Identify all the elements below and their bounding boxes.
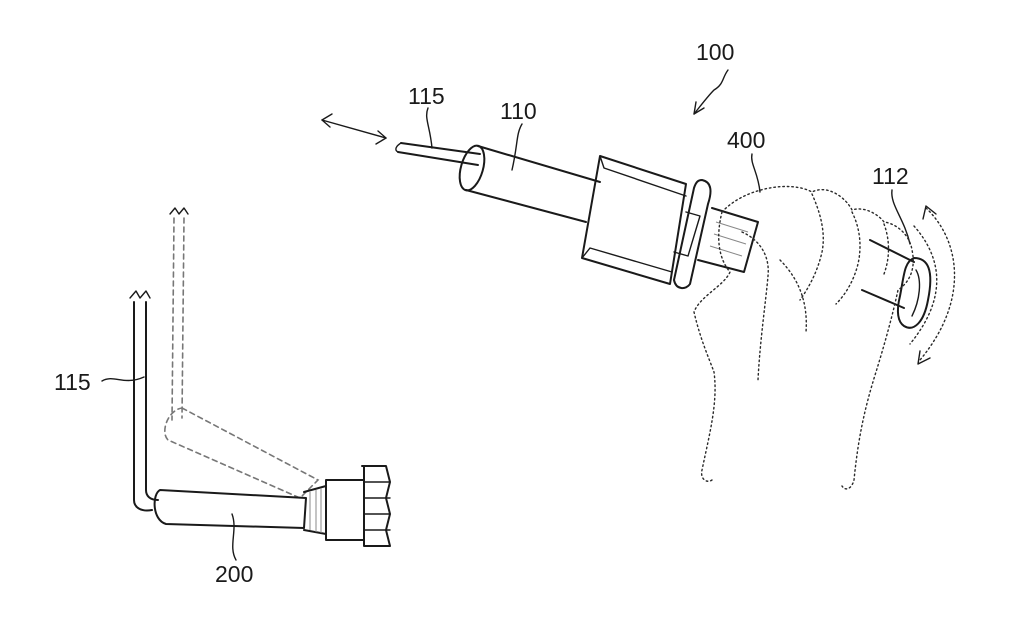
label-115-left: 115 (54, 369, 91, 395)
wire-break-mark (395, 142, 402, 153)
wire-original-position (171, 217, 185, 421)
leader-112 (891, 189, 911, 245)
plunger-cap-112 (896, 257, 932, 329)
leader-110 (511, 123, 523, 171)
axial-motion-arrow (321, 113, 387, 145)
collar (673, 211, 701, 257)
nut-block (325, 479, 365, 541)
leader-200 (231, 513, 237, 561)
tube-end (458, 144, 486, 192)
hand-outline (693, 185, 914, 490)
finger-line-2 (835, 211, 861, 305)
rotation-arrow (909, 205, 956, 365)
bent-wire-115 (133, 301, 159, 512)
wire-115 (397, 142, 481, 166)
finger-line-3 (883, 223, 890, 275)
label-115-top: 115 (408, 83, 445, 109)
hand-400 (693, 185, 914, 490)
leader-100-arrowhead (693, 101, 705, 115)
leader-400 (750, 153, 761, 193)
thumb-line (741, 231, 769, 381)
element-200 (153, 489, 307, 529)
label-200: 200 (215, 561, 253, 587)
injector-assembly (395, 142, 932, 329)
plunger-rod (861, 239, 915, 309)
element-200-neck (303, 485, 327, 535)
label-112: 112 (872, 163, 909, 189)
label-100: 100 (696, 39, 734, 65)
finger-line-1 (799, 193, 824, 301)
leader-115-left (101, 376, 145, 382)
label-110: 110 (500, 98, 537, 124)
leader-lines (101, 69, 911, 561)
tube-110 (465, 145, 601, 223)
hub-block (581, 155, 687, 285)
element-200-original-position (164, 407, 320, 499)
leader-115-top (425, 107, 433, 149)
barrel (697, 207, 759, 273)
left-assembly (129, 207, 391, 547)
leader-100-arrow (693, 69, 729, 115)
label-400: 400 (727, 127, 765, 153)
hex-nut (361, 465, 391, 547)
flange-ring (673, 179, 712, 290)
